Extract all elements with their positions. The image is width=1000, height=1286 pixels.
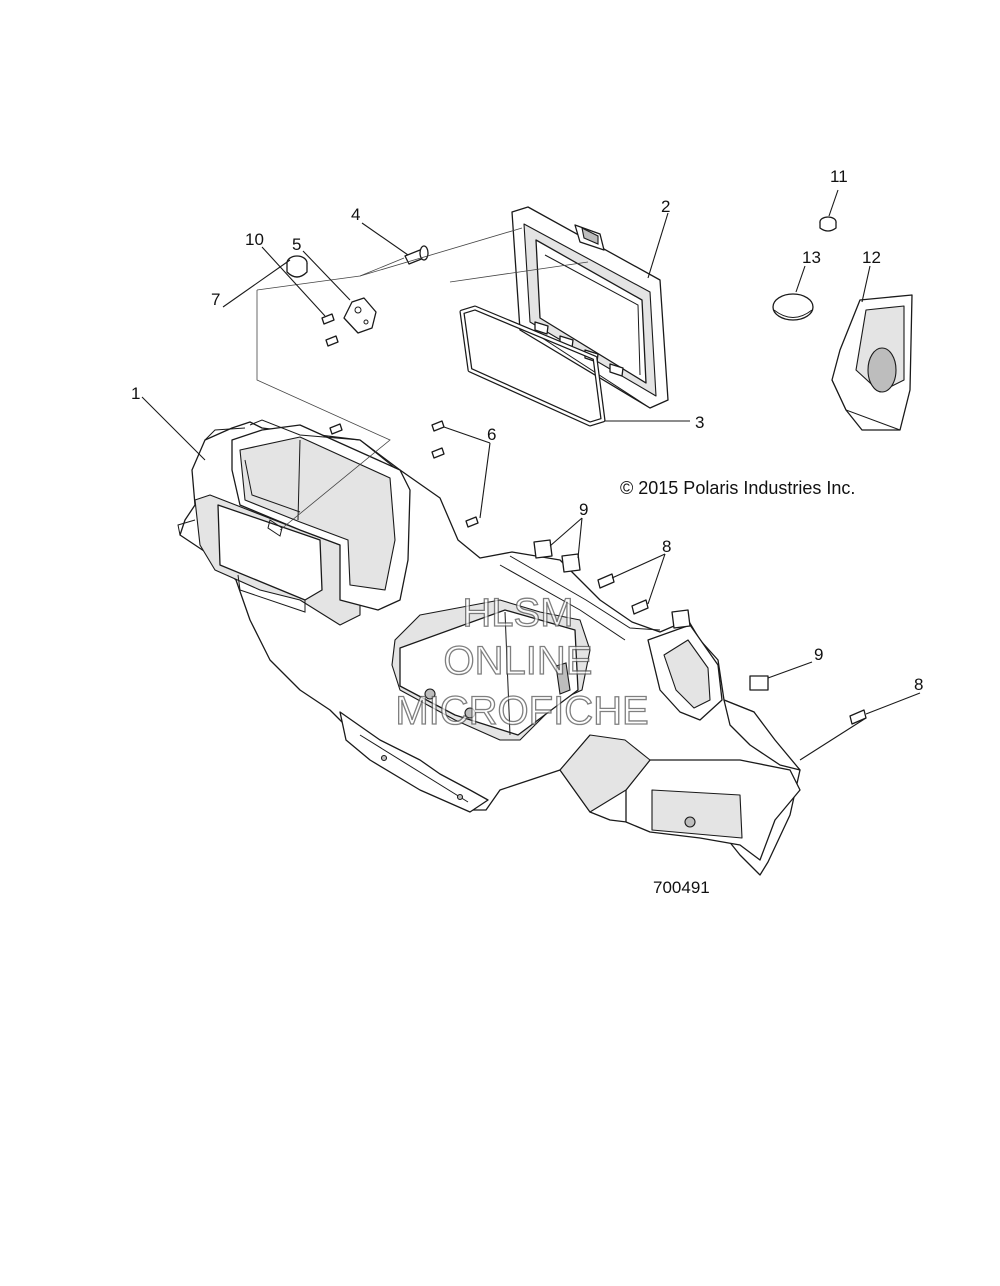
figure-id: 700491 <box>653 878 710 897</box>
leader-lines <box>141 189 921 761</box>
callout-10: 10 <box>245 230 264 249</box>
callout-12: 12 <box>862 248 881 267</box>
callout-8-center: 8 <box>662 537 671 556</box>
callout-4: 4 <box>351 205 360 224</box>
callout-11: 11 <box>830 167 848 186</box>
copyright-notice: © 2015 Polaris Industries Inc. <box>620 478 855 498</box>
callout-3: 3 <box>695 413 704 432</box>
callout-1: 1 <box>131 384 140 403</box>
callout-labels: 1 2 3 4 5 6 7 8 8 9 9 10 11 12 13 <box>131 167 923 694</box>
lid-frame-part-2 <box>511 206 669 409</box>
latch-pin-part-4 <box>404 245 429 265</box>
watermark-line-1: HLSM <box>462 591 573 635</box>
speaker-pod-part-12 <box>831 294 913 431</box>
callout-5: 5 <box>292 235 301 254</box>
watermark-line-2: ONLINE <box>444 639 593 683</box>
push-pins-part-8 <box>597 573 867 725</box>
fasteners-part-6 <box>329 420 479 528</box>
watermark-line-3: MICROFICHE <box>395 689 648 733</box>
phantom-lines <box>256 227 589 531</box>
watermark: HLSM ONLINE MICROFICHE <box>395 590 650 733</box>
callout-2: 2 <box>661 197 670 216</box>
screws-part-10 <box>321 313 339 347</box>
dash-panel-part-1 <box>177 419 801 876</box>
bracket-part-5 <box>343 297 377 334</box>
plug-part-13 <box>772 293 814 321</box>
knob-part-7 <box>286 255 308 278</box>
callout-9-center: 9 <box>579 500 588 519</box>
grommet-part-11 <box>819 216 837 232</box>
callout-8-right: 8 <box>914 675 923 694</box>
callout-7: 7 <box>211 290 220 309</box>
gasket-part-3 <box>459 305 606 427</box>
callout-13: 13 <box>802 248 821 267</box>
callout-9-right: 9 <box>814 645 823 664</box>
clips-part-9 <box>533 539 769 691</box>
callout-6: 6 <box>487 425 496 444</box>
